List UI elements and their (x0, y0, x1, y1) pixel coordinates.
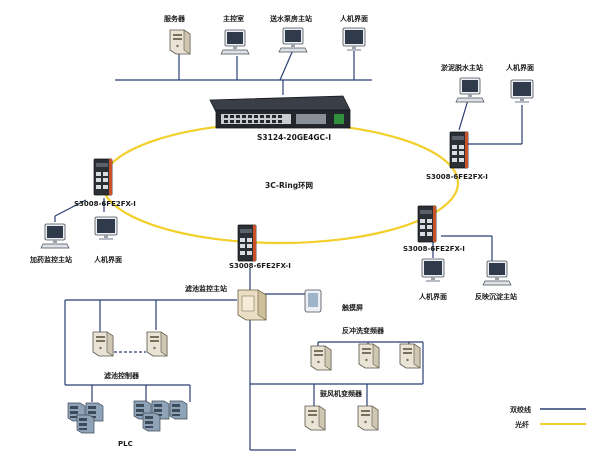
hmi-left-label: 人机界面 (94, 255, 122, 264)
switch-right-upper-label: S3008-6FE2FX-I (426, 173, 488, 181)
plc-group-1-icon (67, 402, 104, 434)
switch-left-icon (93, 158, 113, 196)
switch-right-lower-label: S3008-6FE2FX-I (403, 245, 465, 253)
pump-station-pc-icon (278, 27, 308, 53)
plc-label: PLC (118, 440, 133, 448)
console-label: 主控室 (223, 14, 244, 23)
dosing-station-label: 加药监控主站 (29, 255, 72, 264)
blower-vfd-label: 鼓风机变频器 (320, 389, 363, 398)
hmi-left-icon (94, 216, 118, 241)
core-switch-label: S3124-20GE4GC-I (257, 133, 331, 142)
hmi-top-icon (342, 27, 366, 52)
core-switch (209, 95, 351, 129)
backwash-vfd-2-icon (358, 343, 380, 369)
backwash-vfd-label: 反冲洗变频器 (342, 326, 385, 335)
filter-controller-2-icon (146, 331, 168, 357)
blower-vfd-2-icon (357, 405, 379, 431)
switch-left-label: S3008-6FE2FX-I (74, 200, 136, 208)
filter-controller-1-icon (92, 331, 114, 357)
touch-screen-label: 触摸屏 (341, 303, 363, 312)
legend-fiber-label: 光纤 (514, 420, 529, 429)
blower-vfd-1-icon (304, 405, 326, 431)
filter-station-cabinet-icon (237, 289, 267, 321)
filter-station-label: 滤池监控主站 (185, 284, 227, 293)
legend-twisted-pair-label: 双绞线 (510, 405, 531, 414)
plc-group-2-icon (133, 400, 188, 432)
hmi-right-top-label: 人机界面 (506, 63, 534, 72)
sediment-station-label: 反映沉淀主站 (475, 292, 517, 301)
backwash-vfd-1-icon (310, 345, 332, 371)
hmi-right-lower-icon (421, 258, 445, 283)
filter-controller-label: 滤池控制器 (104, 371, 140, 380)
legend: 双绞线 光纤 (510, 405, 586, 429)
pump-station-label: 送水泵房主站 (269, 14, 312, 23)
switch-bottom-icon (237, 224, 257, 262)
dosing-station-pc-icon (40, 223, 70, 249)
hmi-top-label: 人机界面 (340, 14, 368, 23)
backwash-vfd-3-icon (399, 343, 421, 369)
switch-bottom-label: S3008-6FE2FX-I (229, 262, 291, 270)
sludge-station-pc-icon (455, 77, 485, 103)
ring-label: 3C-Ring环网 (265, 181, 314, 190)
server-label: 服务器 (164, 14, 186, 23)
twisted-pair-links (54, 49, 523, 451)
switch-right-upper-icon (449, 131, 469, 169)
switch-right-lower-icon (417, 205, 437, 243)
server-icon (169, 29, 191, 55)
console-pc-icon (220, 29, 250, 55)
sludge-station-label: 淤泥脱水主站 (441, 63, 483, 72)
hmi-right-top-icon (510, 79, 534, 104)
touch-screen-icon (304, 289, 322, 313)
hmi-right-lower-label: 人机界面 (419, 292, 447, 301)
sediment-station-pc-icon (482, 260, 512, 286)
